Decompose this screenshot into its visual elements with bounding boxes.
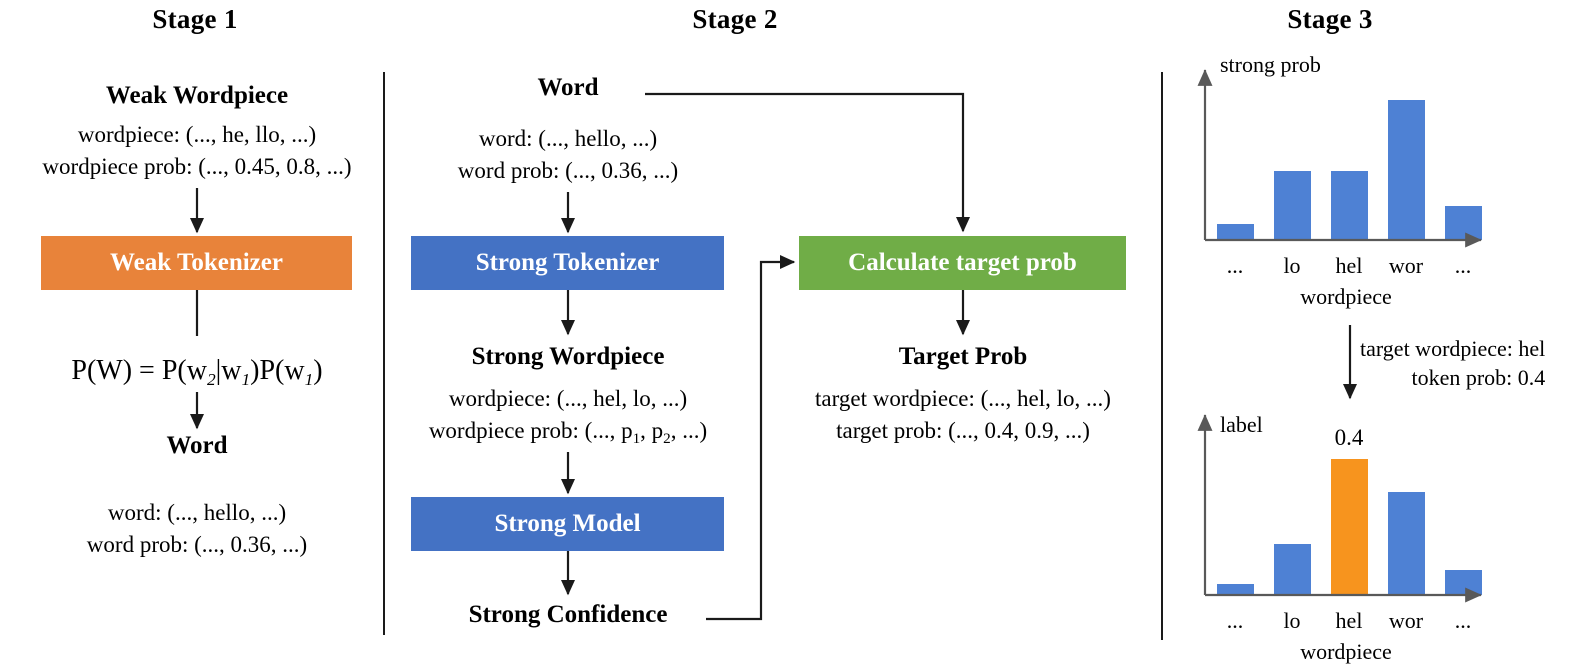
- bar-4: [1445, 206, 1482, 240]
- strong-prob-y-axis-label: strong prob: [1220, 52, 1321, 78]
- stage1-word-heading: Word: [166, 432, 228, 459]
- tick-label-4: ...: [1454, 608, 1472, 633]
- label-chart-plot-area: [1205, 455, 1485, 595]
- bar-2-value-label: 0.4: [1334, 425, 1364, 450]
- tick-label-2: hel: [1335, 608, 1363, 633]
- strong-wordpiece-line-2: wordpiece prob: (..., p1, p2, ...): [428, 416, 708, 447]
- bar-1: [1274, 171, 1311, 240]
- label-chart: label 0.4 ... lo hel wor ... wordpiece: [1196, 410, 1496, 664]
- strong-tokenizer-box[interactable]: Strong Tokenizer: [411, 236, 724, 290]
- bar-1: [1274, 544, 1311, 595]
- strong-confidence-heading: Strong Confidence: [468, 601, 668, 628]
- stage2-word-heading: Word: [537, 74, 599, 101]
- bar-0: [1217, 584, 1254, 595]
- stage-2-title: Stage 2: [692, 4, 778, 34]
- strong-wordpiece-sub-2: 2: [663, 429, 671, 447]
- bar-3: [1388, 492, 1425, 595]
- transition-line-1: target wordpiece: hel: [1360, 336, 1546, 361]
- transition-line-2: token prob: 0.4: [1411, 364, 1546, 390]
- strong-prob-plot-area: [1205, 85, 1485, 240]
- transition-annotation: target wordpiece: hel token prob: 0.4: [1360, 335, 1545, 392]
- tick-label-1: lo: [1283, 253, 1301, 278]
- strong-model-label: Strong Model: [494, 510, 641, 537]
- probability-equation: P(W) = P(w2|w1)P(w1): [71, 355, 323, 389]
- connector-confidence-to-calculate: [706, 254, 796, 621]
- strong-wordpiece-line-2-suffix: , ...): [670, 418, 708, 443]
- bar-4: [1445, 570, 1482, 595]
- connector-word-to-calculate: [645, 92, 971, 233]
- target-prob-line-1: target wordpiece: (..., hel, lo, ...): [815, 386, 1111, 411]
- stage-divider-1: [383, 72, 385, 635]
- weak-wordpiece-heading: Weak Wordpiece: [105, 82, 289, 109]
- stage2-word-line-1: word: (..., hello, ...): [478, 126, 658, 151]
- weak-tokenizer-box[interactable]: Weak Tokenizer: [41, 236, 352, 290]
- target-prob-line-2: target prob: (..., 0.4, 0.9, ...): [836, 418, 1090, 443]
- stage-3-title: Stage 3: [1287, 4, 1373, 34]
- stage1-word-line-2: word prob: (..., 0.36, ...): [86, 532, 308, 557]
- stage-divider-2: [1161, 72, 1163, 640]
- bar-3: [1388, 100, 1425, 240]
- tick-label-3: wor: [1388, 253, 1424, 278]
- stage-1-title: Stage 1: [152, 4, 238, 34]
- strong-wordpiece-heading: Strong Wordpiece: [471, 343, 665, 370]
- tick-label-4: ...: [1454, 253, 1472, 278]
- tick-label-2: hel: [1335, 253, 1363, 278]
- tick-label-0: ...: [1226, 253, 1244, 278]
- strong-prob-x-axis-label: wordpiece: [1300, 284, 1392, 309]
- tick-label-1: lo: [1283, 608, 1301, 633]
- stage1-word-line-1: word: (..., hello, ...): [107, 500, 287, 525]
- strong-tokenizer-label: Strong Tokenizer: [475, 249, 660, 276]
- strong-wordpiece-line-2-mid: , p: [640, 418, 664, 443]
- stage2-word-line-2: word prob: (..., 0.36, ...): [457, 158, 679, 183]
- weak-wordpiece-line-2: wordpiece prob: (..., 0.45, 0.8, ...): [42, 154, 352, 179]
- calculate-target-prob-box[interactable]: Calculate target prob: [799, 236, 1126, 290]
- equation-text: P(W) = P(w2|w1)P(w1): [71, 355, 323, 389]
- y-axis-label-line-1: strong prob: [1220, 52, 1321, 77]
- label-chart-y-axis-label: label: [1220, 412, 1263, 437]
- target-prob-heading: Target Prob: [898, 343, 1028, 370]
- weak-wordpiece-line-1: wordpiece: (..., he, llo, ...): [77, 122, 317, 147]
- strong-wordpiece-line-2-prefix: wordpiece prob: (..., p: [428, 418, 633, 443]
- bar-2: [1331, 459, 1368, 595]
- calculate-target-prob-label: Calculate target prob: [848, 249, 1077, 276]
- strong-wordpiece-line-1: wordpiece: (..., hel, lo, ...): [448, 386, 688, 411]
- bar-0: [1217, 224, 1254, 240]
- tick-label-3: wor: [1388, 608, 1424, 633]
- tick-label-0: ...: [1226, 608, 1244, 633]
- strong-wordpiece-sub-1: 1: [632, 429, 641, 447]
- bar-2: [1331, 171, 1368, 240]
- strong-prob-chart: strong prob ... lo hel wor ... wordpiece: [1196, 52, 1496, 309]
- label-chart-x-axis-label: wordpiece: [1300, 639, 1392, 664]
- strong-model-box[interactable]: Strong Model: [411, 497, 724, 551]
- weak-tokenizer-label: Weak Tokenizer: [110, 249, 283, 276]
